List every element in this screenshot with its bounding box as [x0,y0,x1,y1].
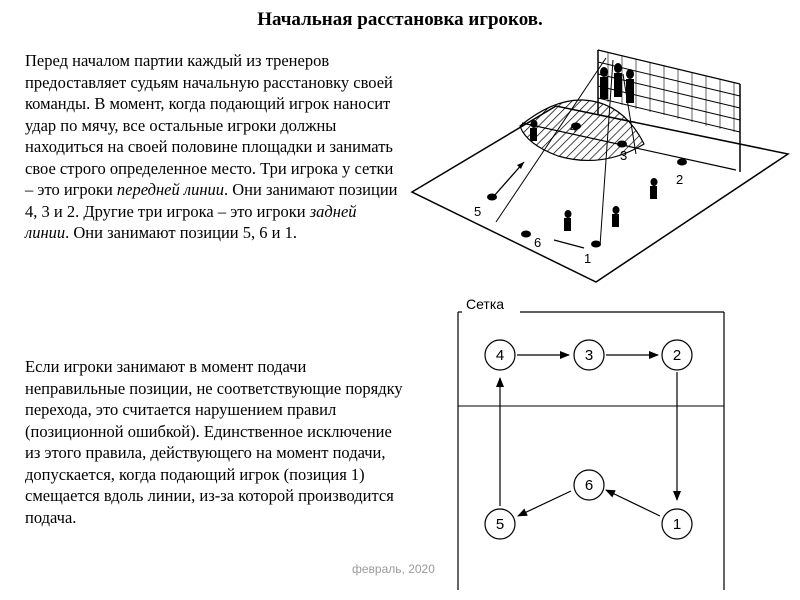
position-dots [487,122,687,248]
court-label-5: 5 [474,204,481,219]
rotation-diagram: Сетка 4 3 2 6 5 1 [457,296,725,590]
paragraph-text-3: . Они занимают позиции 5, 6 и 1. [65,223,297,242]
net-label: Сетка [466,296,504,312]
position-circle-6 [573,469,605,501]
position-label-4: 4 [496,347,504,364]
court-label-2: 2 [676,172,683,187]
paragraph-error-text: Если игроки занимают в момент подачи неп… [25,357,403,527]
paragraph-text-1: Перед началом партии каждый из тренеров … [25,51,394,199]
position-circle-4 [484,339,516,371]
back-line-term: задней линии [25,201,357,243]
court-label-6: 6 [534,235,541,250]
paragraph-positions: Перед началом партии каждый из тренеров … [25,50,403,244]
court-label-1: 1 [584,251,591,266]
footer-date: февраль, 2020 [352,562,435,576]
blocker-figures [600,63,634,103]
position-label-3: 3 [585,347,593,364]
player-figures [530,120,658,231]
court-label-3: 3 [620,148,627,163]
front-line-term: передней линии [116,180,225,199]
position-label-2: 2 [673,347,681,364]
position-circle-5 [484,508,516,540]
court-illustration: 5 6 1 2 3 4 [410,49,790,283]
paragraph-text-2: . Они занимают позиции 4, 3 и 2. Другие … [25,180,398,221]
position-circle-3 [573,339,605,371]
position-label-6: 6 [585,477,593,494]
position-circle-1 [661,508,693,540]
position-label-5: 5 [496,516,504,533]
slide-title: Начальная расстановка игроков. [257,9,543,30]
paragraph-position-error: Если игроки занимают в момент подачи неп… [25,356,403,528]
position-label-1: 1 [673,516,681,533]
court-outline [410,105,790,283]
hatched-zone [519,99,645,161]
court-label-4: 4 [570,120,577,135]
position-circle-2 [661,339,693,371]
